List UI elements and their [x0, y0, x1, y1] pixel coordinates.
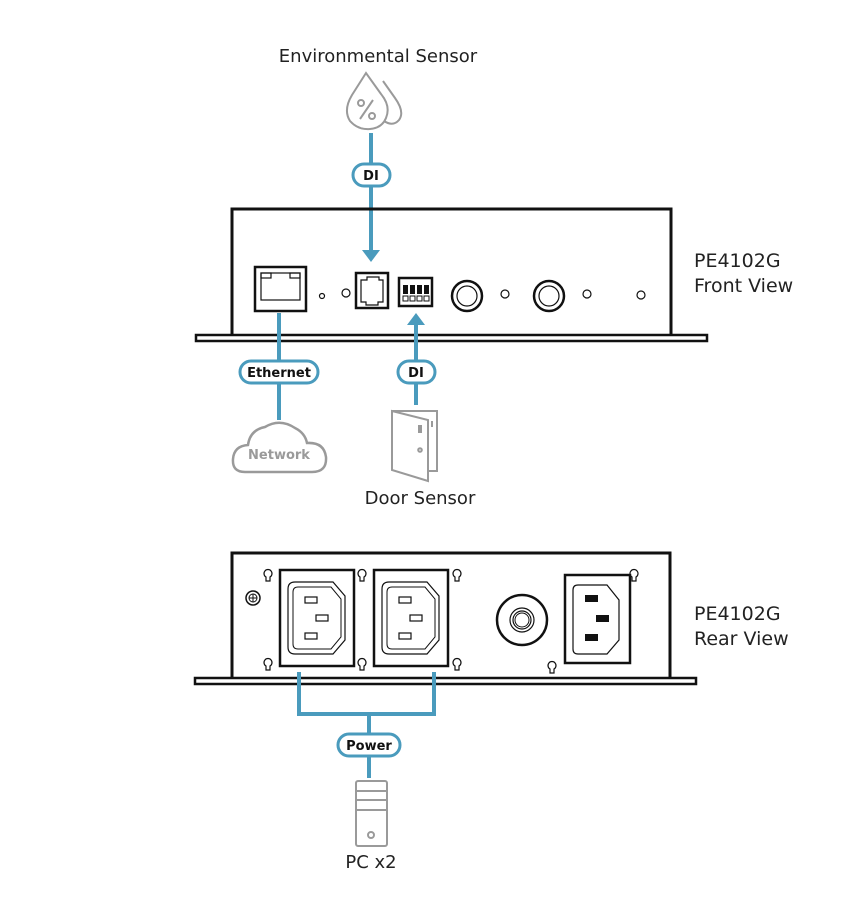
led-indicator	[500, 289, 510, 299]
front-view-label: Front View	[694, 275, 793, 297]
di-pill-env-label: DI	[363, 169, 379, 184]
pc-label: PC x2	[345, 852, 396, 873]
door-icon	[391, 409, 438, 483]
iec-c13-outlet-1[interactable]	[278, 568, 356, 668]
power-pill-label: Power	[346, 739, 392, 754]
arrow-up-icon	[407, 313, 425, 325]
rj45-ethernet-port[interactable]	[253, 265, 308, 313]
front-view-model: PE4102G	[694, 250, 781, 272]
environmental-sensor-label: Environmental Sensor	[279, 46, 478, 67]
network-label: Network	[248, 448, 310, 463]
ethernet-pill-label: Ethernet	[247, 366, 311, 381]
button[interactable]	[532, 279, 566, 313]
di-pill-env: DI	[351, 162, 392, 188]
ground-screw-icon	[245, 590, 261, 606]
pc-tower-icon	[355, 780, 388, 847]
circuit-breaker[interactable]	[495, 593, 549, 647]
dip-switch[interactable]	[397, 276, 434, 308]
arrow-down-icon	[362, 250, 380, 262]
led-indicator	[341, 288, 351, 298]
button[interactable]	[450, 279, 484, 313]
iec-c14-inlet[interactable]	[563, 573, 632, 665]
rear-view-label: Rear View	[694, 628, 789, 650]
power-pill: Power	[336, 732, 402, 758]
power-connector-lines	[297, 672, 436, 778]
ethernet-pill: Ethernet	[238, 359, 320, 385]
rj11-sensor-port[interactable]	[354, 271, 390, 310]
humidity-drops-icon	[346, 71, 403, 131]
led-indicator	[636, 290, 646, 300]
led-indicator	[582, 289, 592, 299]
front-view-device	[194, 207, 709, 343]
di-pill-door-label: DI	[408, 366, 424, 381]
di-pill-door: DI	[396, 359, 437, 385]
iec-c13-outlet-2[interactable]	[372, 568, 450, 668]
rear-view-model: PE4102G	[694, 603, 781, 625]
network-cloud-icon: Network	[231, 421, 328, 474]
led-indicator	[318, 292, 326, 300]
door-sensor-label: Door Sensor	[365, 488, 476, 509]
rear-view-device	[193, 551, 698, 686]
